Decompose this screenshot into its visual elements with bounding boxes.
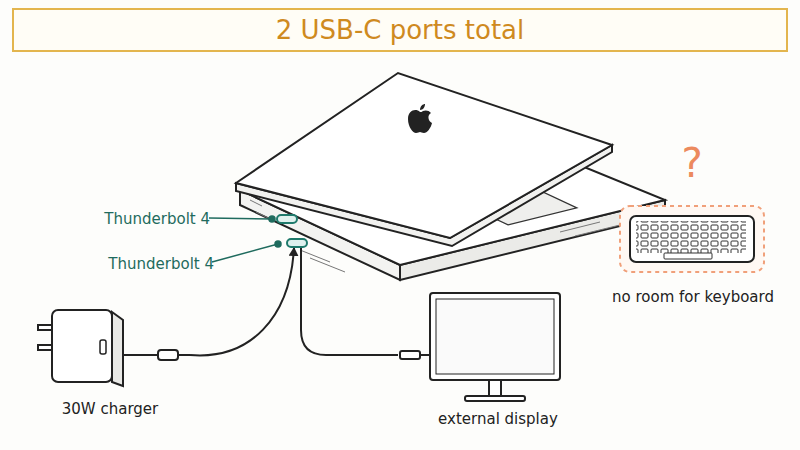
question-mark: ? bbox=[612, 140, 772, 186]
keyboard-icon bbox=[620, 206, 764, 272]
keyboard-slot: ? no room for keyboard bbox=[612, 140, 772, 310]
usb-c-port: Thunderbolt 4 bbox=[286, 238, 308, 248]
port-label: Thunderbolt 4 bbox=[108, 255, 214, 273]
charger-node: 30W charger bbox=[30, 298, 190, 418]
charger-label: 30W charger bbox=[30, 400, 190, 418]
title-box: 2 USB-C ports total bbox=[12, 8, 788, 52]
usb-c-port: Thunderbolt 4 bbox=[276, 214, 298, 224]
cable bbox=[301, 248, 398, 355]
leader-line bbox=[209, 216, 281, 262]
monitor bbox=[400, 293, 560, 401]
keyboard-label: no room for keyboard bbox=[612, 288, 772, 306]
title: 2 USB-C ports total bbox=[276, 15, 525, 45]
display-node: external display bbox=[398, 288, 598, 428]
charger bbox=[38, 310, 190, 386]
display-label: external display bbox=[398, 410, 598, 428]
port-label: Thunderbolt 4 bbox=[104, 210, 210, 228]
